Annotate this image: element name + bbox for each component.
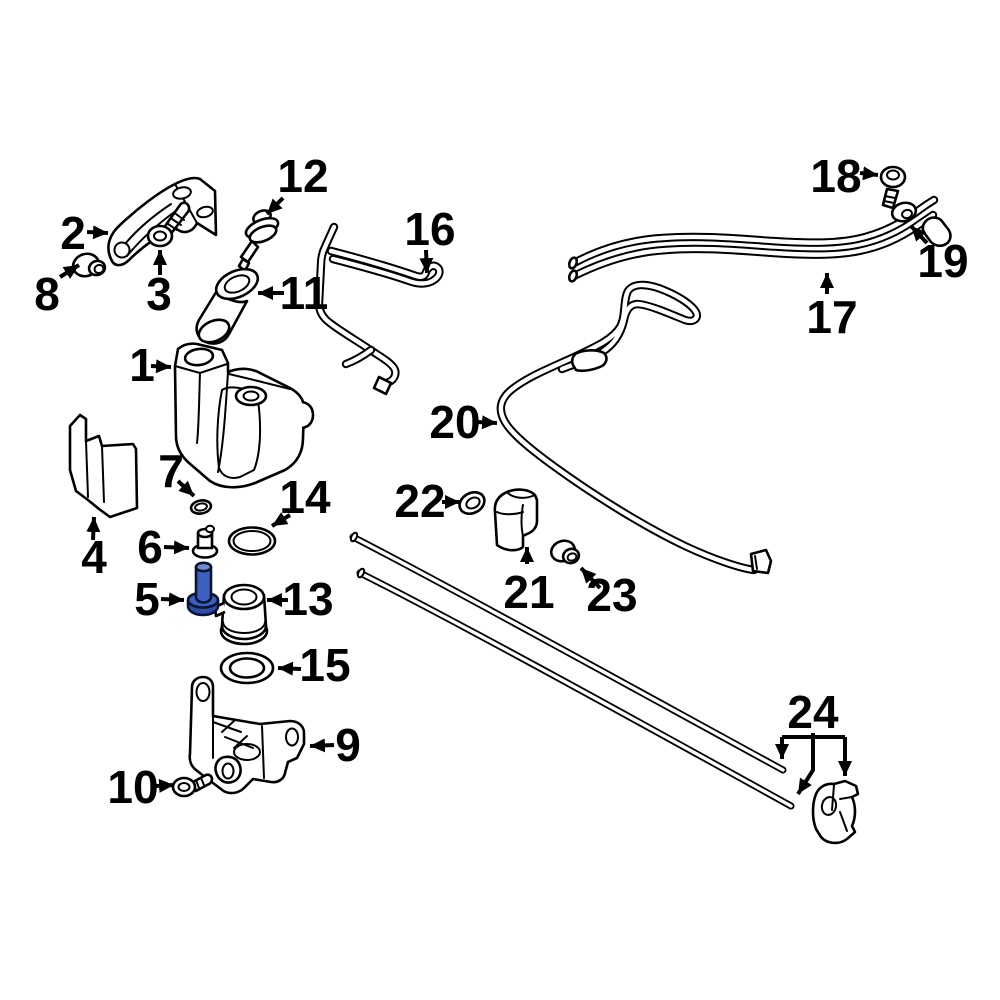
part-16-bent-hose[interactable] bbox=[314, 222, 444, 396]
callout-11-label[interactable]: 11 bbox=[280, 267, 329, 319]
part-5-bolt-highlighted[interactable] bbox=[186, 561, 220, 617]
callout-15-arrow bbox=[277, 661, 302, 676]
callout-3-label[interactable]: 3 bbox=[146, 268, 172, 320]
callout-1-label[interactable]: 1 bbox=[129, 339, 155, 391]
callout-16-label[interactable]: 16 bbox=[404, 203, 455, 255]
part-23-grommet[interactable] bbox=[548, 537, 581, 565]
callout-7-arrow bbox=[176, 479, 196, 498]
callout-9-label[interactable]: 9 bbox=[335, 719, 361, 771]
part-15-o-ring[interactable] bbox=[219, 651, 275, 685]
callout-21-label[interactable]: 21 bbox=[503, 566, 554, 618]
bolt-shaft-top bbox=[194, 561, 213, 573]
callout-22-label[interactable]: 22 bbox=[394, 475, 445, 527]
part-10-screw[interactable] bbox=[171, 773, 214, 798]
callout-24-label[interactable]: 24 bbox=[787, 686, 839, 738]
callout-18-label[interactable]: 18 bbox=[810, 150, 861, 202]
part-4-splash-shield[interactable] bbox=[68, 413, 139, 519]
callout-24-arrow-center bbox=[796, 733, 815, 796]
callout-5-arrow bbox=[160, 592, 185, 607]
part-14-seal-ring[interactable] bbox=[227, 526, 277, 556]
part-24-jet-tubes-and-bracket[interactable] bbox=[349, 531, 860, 845]
callout-6-label[interactable]: 6 bbox=[137, 521, 163, 573]
callout-23-arrow bbox=[579, 566, 602, 590]
callout-10-label[interactable]: 10 bbox=[107, 761, 158, 813]
callout-13-label[interactable]: 13 bbox=[282, 573, 333, 625]
callout-12-arrow bbox=[265, 196, 285, 216]
callout-16-arrow bbox=[419, 249, 434, 274]
callout-23-label[interactable]: 23 bbox=[586, 569, 637, 621]
callout-14-label[interactable]: 14 bbox=[279, 471, 331, 523]
part-13-filler-grommet[interactable] bbox=[213, 583, 269, 646]
callout-19-arrow bbox=[909, 224, 929, 245]
callout-2-label[interactable]: 2 bbox=[60, 207, 86, 259]
callout-20-label[interactable]: 20 bbox=[429, 396, 480, 448]
callout-17-label[interactable]: 17 bbox=[806, 291, 857, 343]
callout-labels: 1 2 3 4 5 6 7 8 9 10 11 12 13 14 15 16 1… bbox=[34, 150, 968, 813]
part-7-o-ring[interactable] bbox=[189, 499, 213, 515]
callout-10-arrow bbox=[155, 778, 175, 793]
part-9-lower-bracket[interactable] bbox=[188, 675, 306, 795]
part-11-cap[interactable] bbox=[195, 263, 262, 346]
callout-5-label[interactable]: 5 bbox=[134, 573, 160, 625]
callout-6-arrow bbox=[163, 540, 190, 555]
part-20-long-hose[interactable] bbox=[496, 280, 773, 575]
callout-8-arrow bbox=[58, 263, 81, 279]
part-18-screw[interactable] bbox=[879, 165, 907, 210]
part-2-upper-bracket[interactable] bbox=[107, 176, 218, 267]
part-6-grommet[interactable] bbox=[191, 524, 219, 559]
callout-1-arrow bbox=[150, 359, 172, 374]
callout-12-label[interactable]: 12 bbox=[277, 150, 328, 202]
callout-4-label[interactable]: 4 bbox=[81, 531, 107, 583]
callout-7-label[interactable]: 7 bbox=[158, 445, 184, 497]
part-3-screw[interactable] bbox=[146, 201, 191, 248]
callout-2-arrow bbox=[86, 225, 109, 240]
bolt-shaft bbox=[194, 567, 213, 604]
part-22-o-ring[interactable] bbox=[456, 488, 488, 518]
part-1-reservoir[interactable] bbox=[173, 342, 315, 489]
part-19-grommet[interactable] bbox=[890, 200, 918, 224]
callout-20-arrow bbox=[476, 415, 498, 430]
callout-4-arrow bbox=[86, 516, 101, 541]
callout-arrows bbox=[58, 166, 929, 796]
part-12-check-valve[interactable] bbox=[237, 208, 281, 273]
part-21-retainer-clip[interactable] bbox=[493, 488, 539, 552]
callout-14-arrow bbox=[270, 512, 292, 528]
callout-9-arrow bbox=[309, 738, 335, 753]
callout-8-label[interactable]: 8 bbox=[34, 268, 60, 320]
callout-15-label[interactable]: 15 bbox=[299, 639, 350, 691]
callout-19-label[interactable]: 19 bbox=[917, 235, 968, 287]
part-8-plug[interactable] bbox=[70, 251, 107, 280]
callout-18-arrow bbox=[859, 166, 879, 181]
